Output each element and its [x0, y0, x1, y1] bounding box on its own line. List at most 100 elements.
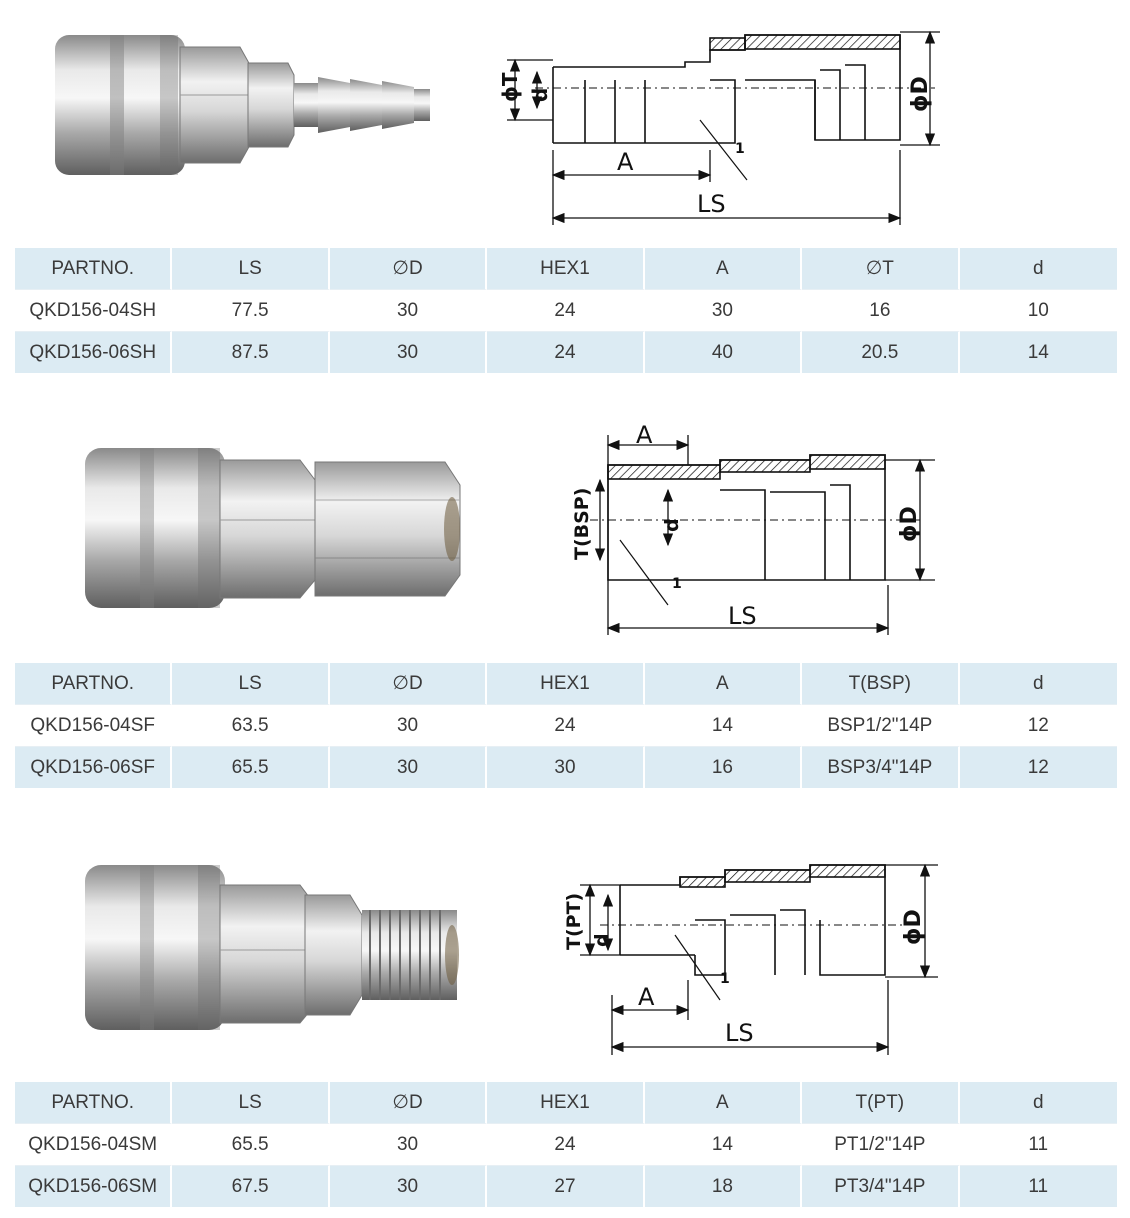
label-d: d — [591, 933, 613, 947]
cell: 12 — [959, 704, 1117, 746]
spec-table-male-thread: PARTNO. LS ∅D HEX1 A T(PT) d QKD156-04SM… — [15, 1082, 1117, 1207]
header-partno: PARTNO. — [15, 663, 173, 704]
header-d: d — [959, 663, 1117, 704]
label-dd: ϕD — [901, 909, 926, 945]
header-hex1: HEX1 — [487, 663, 645, 704]
header-a: A — [644, 663, 803, 704]
cell: 24 — [487, 704, 645, 746]
header-d-outer: ∅D — [329, 663, 488, 704]
section-hose-barb: ϕT d A LS ϕD 1 PARTNO. LS ∅D HEX1 A ∅T d… — [0, 0, 1130, 380]
cell: 16 — [802, 289, 960, 331]
header-ls: LS — [172, 248, 330, 289]
cell: 30 — [329, 289, 488, 331]
label-dd: ϕD — [897, 506, 922, 542]
cell: 30 — [329, 1123, 488, 1165]
cell: 10 — [959, 289, 1117, 331]
spec-table-hose-barb: PARTNO. LS ∅D HEX1 A ∅T d QKD156-04SH 77… — [15, 248, 1117, 373]
cell: 30 — [487, 746, 645, 788]
header-hex1: HEX1 — [487, 248, 645, 289]
female-thread-dimension-drawing: A T(BSP) d LS ϕD 1 — [571, 421, 935, 635]
cell: 18 — [644, 1165, 803, 1207]
section-female-thread: A T(BSP) d LS ϕD 1 PARTNO. LS ∅D HEX1 A … — [15, 421, 1117, 788]
header-a: A — [644, 1082, 803, 1123]
cell: PT1/2"14P — [802, 1123, 960, 1165]
label-t: ϕT — [498, 72, 522, 102]
header-ls: LS — [172, 663, 330, 704]
cell: 16 — [644, 746, 803, 788]
label-one: 1 — [720, 971, 730, 987]
label-d: d — [528, 88, 552, 102]
label-ls: LS — [697, 190, 726, 218]
header-d: d — [959, 1082, 1117, 1123]
cell: 24 — [487, 331, 645, 373]
cell: 65.5 — [172, 1123, 330, 1165]
cell: 27 — [487, 1165, 645, 1207]
dimension-lines — [507, 30, 940, 225]
label-a: A — [636, 421, 653, 449]
cell: 65.5 — [172, 746, 330, 788]
header-partno: PARTNO. — [15, 1082, 173, 1123]
cell: 77.5 — [172, 289, 330, 331]
table-row: QKD156-04SH 77.5 30 24 30 16 10 — [15, 289, 1117, 331]
coupler-male-thread-photo — [85, 865, 459, 1030]
cell: BSP3/4"14P — [802, 746, 960, 788]
cell: BSP1/2"14P — [802, 704, 960, 746]
header-d-outer: ∅D — [329, 1082, 488, 1123]
coupler-hose-barb-photo — [55, 35, 430, 175]
table-row: QKD156-04SF 63.5 30 24 14 BSP1/2"14P 12 — [15, 704, 1117, 746]
table-row: QKD156-06SM 67.5 30 27 18 PT3/4"14P 11 — [15, 1165, 1117, 1207]
header-partno: PARTNO. — [15, 248, 173, 289]
cell: 30 — [329, 331, 488, 373]
cell: QKD156-04SF — [15, 704, 173, 746]
header-ls: LS — [172, 1082, 330, 1123]
table-row: QKD156-06SF 65.5 30 30 16 BSP3/4"14P 12 — [15, 746, 1117, 788]
cell: 30 — [644, 289, 803, 331]
cell: 14 — [644, 704, 803, 746]
label-d: d — [661, 518, 683, 532]
label-ls: LS — [728, 602, 757, 630]
label-t: T(BSP) — [571, 488, 593, 560]
header-d: d — [959, 248, 1117, 289]
cell: 14 — [959, 331, 1117, 373]
label-a: A — [617, 148, 634, 176]
header-a: A — [644, 248, 803, 289]
cell: 63.5 — [172, 704, 330, 746]
table-row: QKD156-06SH 87.5 30 24 40 20.5 14 — [15, 331, 1117, 373]
header-t: ∅T — [802, 248, 960, 289]
label-a: A — [638, 983, 655, 1011]
cell: 87.5 — [172, 331, 330, 373]
cell: QKD156-06SH — [15, 331, 173, 373]
cell: 12 — [959, 746, 1117, 788]
cell: 14 — [644, 1123, 803, 1165]
cell: PT3/4"14P — [802, 1165, 960, 1207]
cell: 24 — [487, 1123, 645, 1165]
cell: QKD156-04SM — [15, 1123, 173, 1165]
label-one: 1 — [672, 576, 682, 592]
cell: 11 — [959, 1165, 1117, 1207]
cell: 24 — [487, 289, 645, 331]
coupler-female-thread-photo — [85, 448, 461, 608]
label-ls: LS — [725, 1019, 754, 1047]
cell: QKD156-06SF — [15, 746, 173, 788]
cell: 40 — [644, 331, 803, 373]
spec-table-female-thread: PARTNO. LS ∅D HEX1 A T(BSP) d QKD156-04S… — [15, 663, 1117, 788]
drawing-body — [535, 34, 935, 181]
header-t: T(PT) — [802, 1082, 960, 1123]
male-thread-dimension-drawing: T(PT) d A LS ϕD 1 — [563, 863, 938, 1055]
header-hex1: HEX1 — [487, 1082, 645, 1123]
cell: 30 — [329, 704, 488, 746]
header-d-outer: ∅D — [329, 248, 488, 289]
cell: QKD156-04SH — [15, 289, 173, 331]
cell: QKD156-06SM — [15, 1165, 173, 1207]
table-row: QKD156-04SM 65.5 30 24 14 PT1/2"14P 11 — [15, 1123, 1117, 1165]
header-t: T(BSP) — [802, 663, 960, 704]
cell: 67.5 — [172, 1165, 330, 1207]
cell: 30 — [329, 746, 488, 788]
label-t: T(PT) — [563, 893, 585, 950]
cell: 30 — [329, 1165, 488, 1207]
label-one: 1 — [735, 141, 745, 157]
cell: 20.5 — [802, 331, 960, 373]
cell: 11 — [959, 1123, 1117, 1165]
label-dd: ϕD — [908, 76, 933, 112]
